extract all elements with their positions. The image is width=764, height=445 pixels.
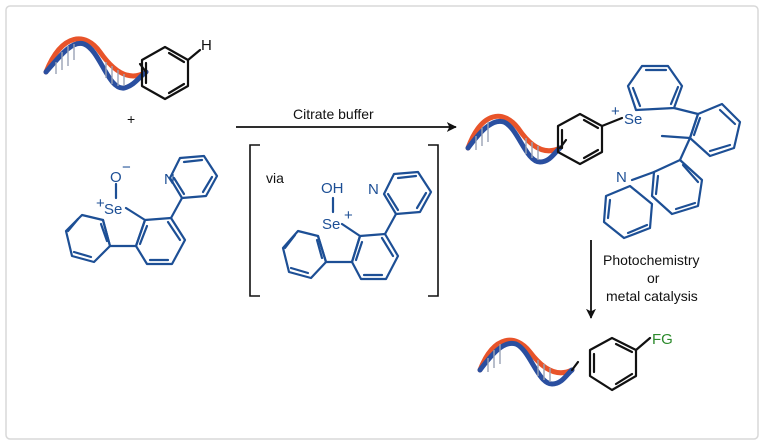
- figure-frame: [5, 5, 759, 440]
- dna-helix-icon: [477, 337, 575, 387]
- right-bracket: [428, 144, 439, 297]
- nitrogen-atom: N: [616, 169, 627, 186]
- condition-line-1: Photochemistry: [603, 252, 699, 268]
- benzene-ring: [140, 45, 202, 101]
- product-selenonium: + Se N: [465, 64, 742, 240]
- reagent-selenoxide: + Se O − N: [64, 154, 219, 266]
- selenium-atom: Se: [322, 216, 340, 233]
- aryl-ring: [588, 336, 652, 392]
- condition-line-2: or: [647, 270, 660, 286]
- oxygen-atom: O: [110, 169, 122, 186]
- condition-line-3: metal catalysis: [606, 288, 698, 304]
- plus-sign: +: [127, 111, 135, 127]
- svg-text:+: +: [96, 195, 105, 212]
- selenium-atom: Se: [104, 201, 122, 218]
- hydroxyl-group: OH: [321, 180, 344, 197]
- hydrogen-atom: H: [201, 37, 212, 54]
- dna-helix-icon: [465, 113, 563, 165]
- selenium-center: + Se O −: [96, 159, 131, 218]
- reaction-arrow-down: Photochemistry or metal catalysis: [586, 240, 699, 319]
- svg-text:+: +: [344, 207, 353, 224]
- condition-citrate-buffer: Citrate buffer: [293, 106, 374, 122]
- nitrogen-atom: N: [368, 181, 379, 198]
- reaction-arrow-main: Citrate buffer: [236, 106, 457, 132]
- svg-text:+: +: [611, 103, 620, 120]
- nitrogen-atom: N: [164, 171, 175, 188]
- functional-group-label: FG: [652, 331, 673, 348]
- intermediate-bracket: via OH Se + N: [249, 144, 439, 297]
- selenium-atom: Se: [624, 111, 642, 128]
- right-benzo-ring: [134, 216, 187, 266]
- left-bracket: [249, 144, 260, 297]
- via-label: via: [266, 170, 284, 186]
- pyridine-ring: N: [164, 154, 219, 200]
- product-functionalized-arene: FG: [477, 331, 673, 392]
- svg-text:−: −: [122, 159, 131, 176]
- aryl-ring: [556, 112, 624, 166]
- dna-helix-icon: [43, 36, 149, 91]
- reactant-dna-arene: H: [43, 36, 212, 101]
